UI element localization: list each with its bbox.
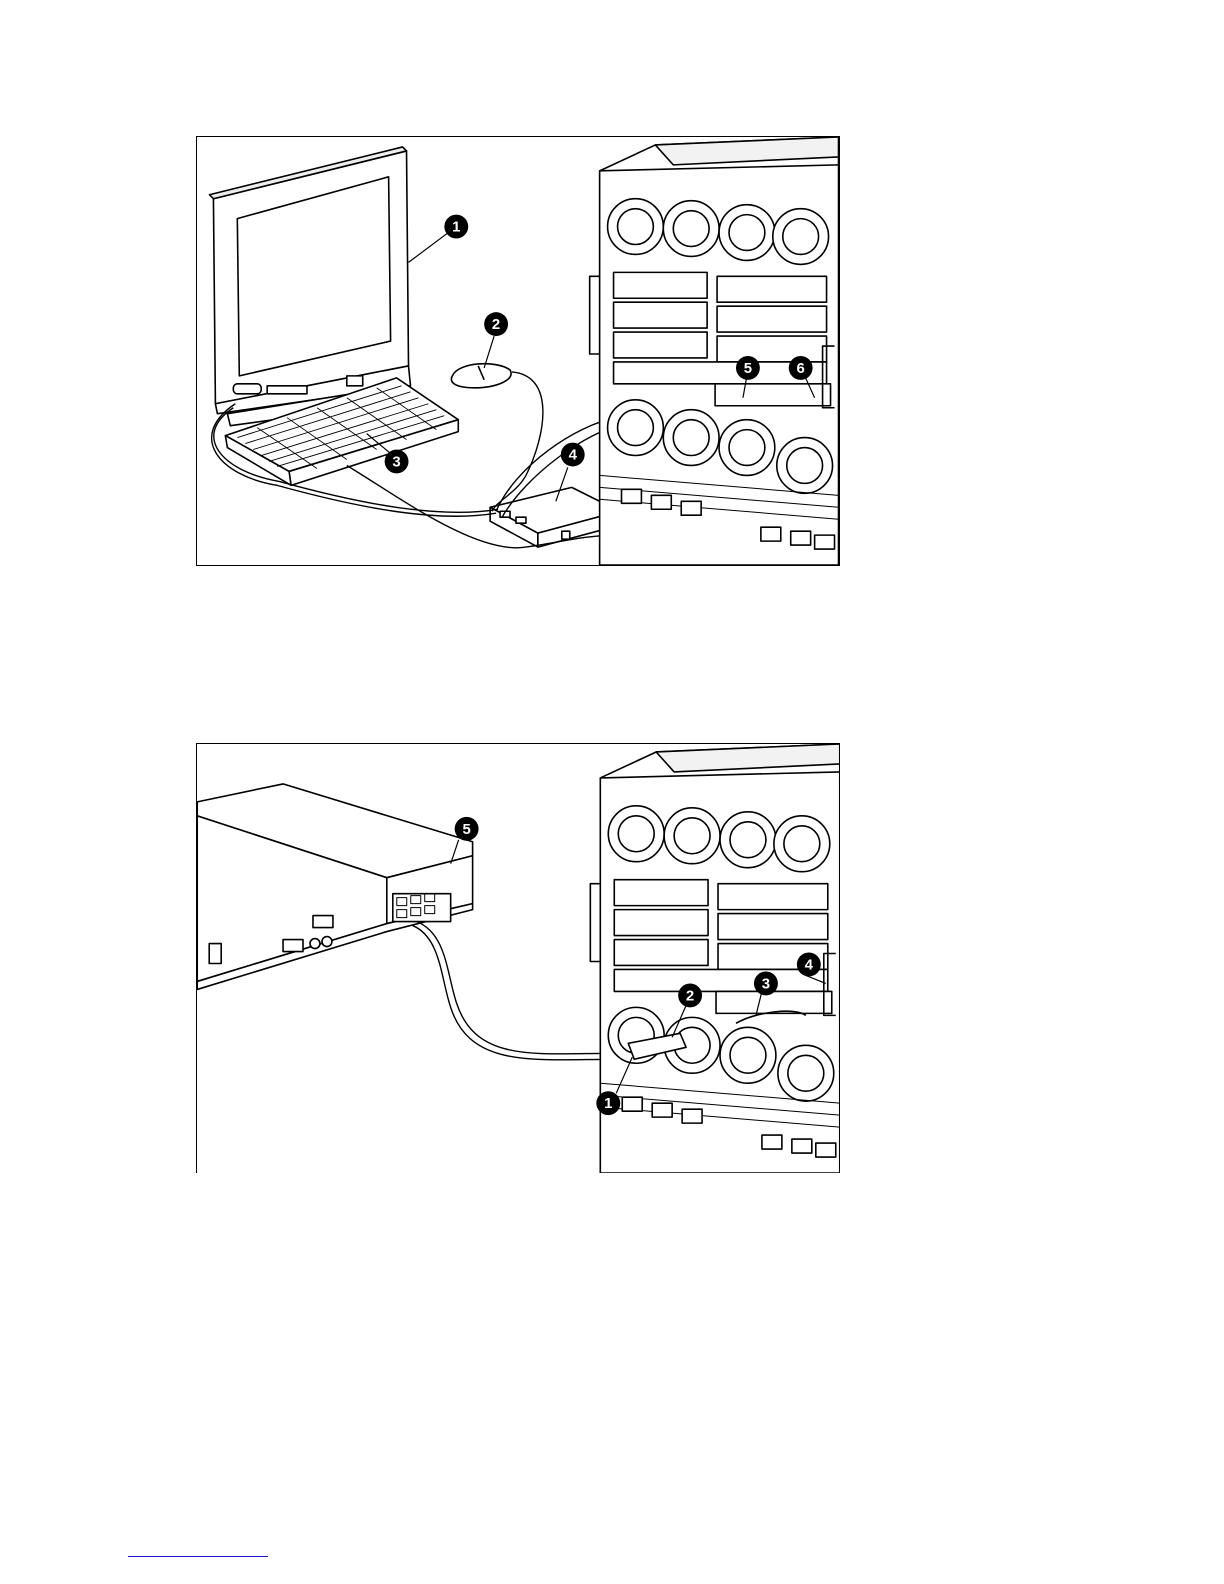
callout-3: 3 <box>385 450 409 474</box>
svg-text:5: 5 <box>744 360 752 377</box>
mouse-icon <box>451 364 511 388</box>
callout-4: 4 <box>797 953 821 977</box>
callout-1: 1 <box>444 215 468 239</box>
svg-text:4: 4 <box>569 446 578 463</box>
callout-4: 4 <box>561 443 585 467</box>
svg-text:2: 2 <box>492 316 500 333</box>
svg-text:3: 3 <box>762 975 770 992</box>
callout-5: 5 <box>455 817 479 841</box>
server-enclosure-icon <box>590 137 839 565</box>
svg-text:5: 5 <box>462 821 470 838</box>
svg-text:4: 4 <box>805 956 814 973</box>
svg-text:6: 6 <box>797 360 805 377</box>
callout-1: 1 <box>596 1091 620 1115</box>
svg-text:2: 2 <box>686 987 694 1004</box>
callout-2: 2 <box>678 983 702 1007</box>
callout-6: 6 <box>789 356 813 380</box>
svg-text:1: 1 <box>604 1095 612 1112</box>
callout-5: 5 <box>736 356 760 380</box>
kvm-switch-icon <box>197 784 472 990</box>
figure-2-illustration: 1 2 3 4 5 <box>197 744 840 1173</box>
figure-1-kvm-connection-diagram: 1 2 3 4 5 6 <box>196 136 840 566</box>
svg-text:3: 3 <box>392 453 400 470</box>
callout-2: 2 <box>484 312 508 336</box>
footnote-rule <box>128 1556 268 1557</box>
figure-1-illustration: 1 2 3 4 5 6 <box>197 137 839 565</box>
figure-2-kvm-switch-connection-diagram: 1 2 3 4 5 <box>196 743 840 1173</box>
callout-3: 3 <box>754 971 778 995</box>
svg-text:1: 1 <box>452 219 460 236</box>
